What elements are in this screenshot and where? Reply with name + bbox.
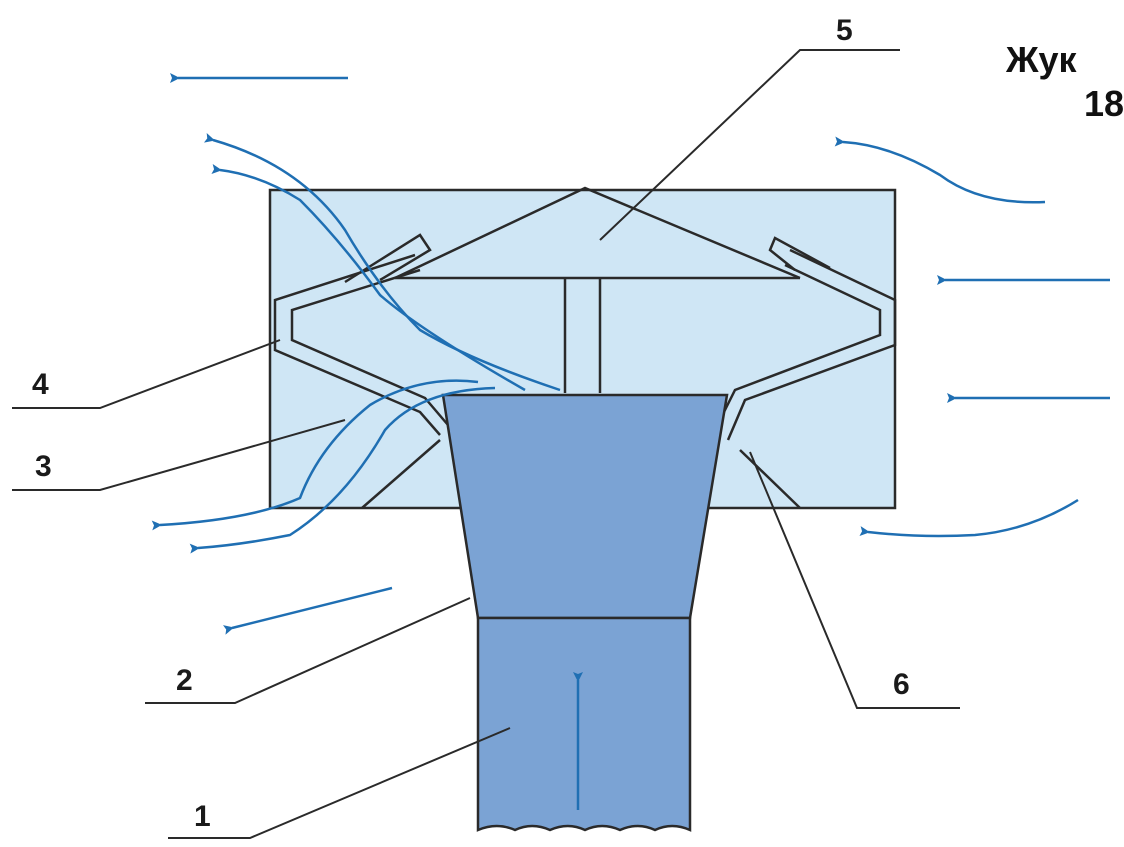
strut-left [361, 439, 441, 509]
leader-5 [599, 49, 900, 241]
part-label-3: 3 [35, 450, 52, 483]
wind-arrow-bottom-right [859, 498, 1079, 538]
part-label-5: 5 [836, 14, 853, 47]
strut-right [739, 449, 801, 509]
diffuser-right-outer [726, 248, 897, 441]
diffuser-right-inner [713, 263, 882, 431]
roof-right-lip [768, 236, 831, 271]
heading-line-1: Жук [1006, 39, 1077, 80]
leader-4 [12, 339, 281, 409]
leader-6 [749, 451, 960, 709]
pipe-nozzle [441, 393, 729, 620]
diffuser-left-outer [273, 253, 441, 436]
exhaust-arrow-bottom [223, 586, 393, 635]
leader-3 [12, 419, 346, 491]
leader-1 [168, 727, 511, 839]
part-label-1: 1 [194, 800, 211, 833]
part-label-2: 2 [176, 664, 193, 697]
flow-arrows [151, 73, 1110, 635]
wind-arrow-top-right [834, 136, 1046, 204]
exhaust-arrow-low-2 [189, 386, 496, 554]
diagram-heading: Жук 18 [1006, 38, 1124, 126]
support-post [563, 278, 602, 393]
exhaust-arrow-low-1 [151, 379, 479, 531]
roof-left-lip [344, 233, 432, 284]
leader-2 [145, 597, 471, 704]
exhaust-arrow-up-1 [203, 132, 561, 392]
cone-roof [394, 186, 801, 280]
leader-lines [12, 49, 960, 839]
part-label-4: 4 [32, 368, 49, 401]
part-label-6: 6 [893, 668, 910, 701]
pipe-body [476, 616, 692, 832]
diffuser-left-inner [290, 268, 449, 426]
exhaust-arrow-up-2 [211, 164, 526, 392]
heading-line-2: 18 [1084, 83, 1124, 124]
